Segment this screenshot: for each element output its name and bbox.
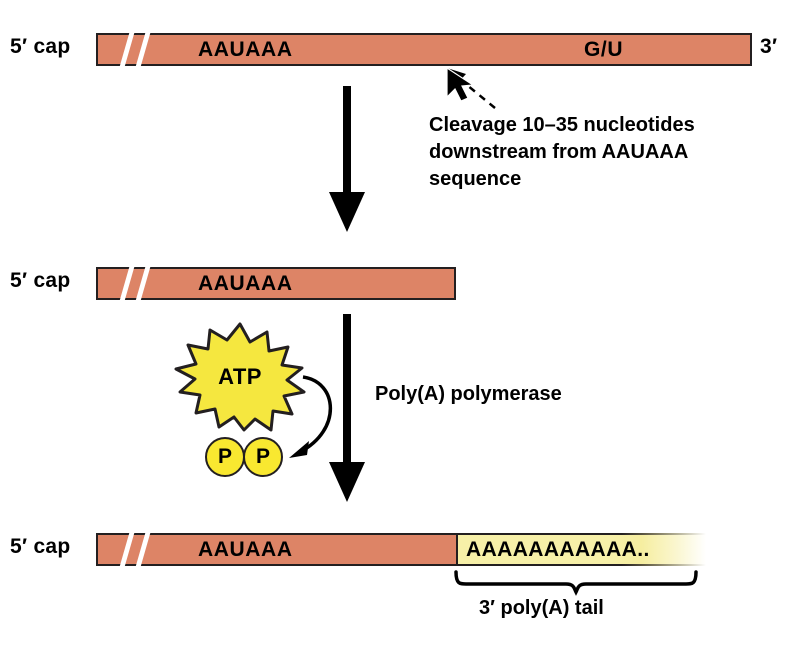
process-arrow-1 bbox=[329, 86, 365, 232]
cleavage-note-line-1: Cleavage 10–35 nucleotides bbox=[429, 114, 695, 136]
stage1-aauaaa-label: AAUAAA bbox=[198, 37, 293, 61]
atp-burst: ATP bbox=[174, 322, 306, 432]
poly-a-tail-sequence-label: AAAAAAAAAAA.. bbox=[466, 537, 650, 561]
stage3-five-prime-cap-label: 5′ cap bbox=[10, 535, 71, 558]
process-arrow-2 bbox=[329, 314, 365, 502]
cleavage-note-line-3: sequence bbox=[429, 168, 522, 190]
cleavage-pointer-arrow bbox=[447, 68, 496, 109]
phosphate-label-2: P bbox=[255, 445, 271, 468]
cleavage-note-line-2: downstream from AAUAAA bbox=[429, 141, 689, 163]
poly-a-polymerase-label: Poly(A) polymerase bbox=[375, 383, 562, 405]
stage1-break-mark-right bbox=[133, 30, 152, 73]
poly-a-tail-brace-label: 3′ poly(A) tail bbox=[479, 597, 604, 619]
mouse-cursor-icon bbox=[446, 66, 475, 102]
stage1-gu-label: G/U bbox=[584, 37, 624, 61]
stage3-break-mark-left bbox=[117, 530, 136, 573]
poly-a-tail-brace bbox=[454, 570, 698, 596]
stage1-break-mark-left bbox=[117, 30, 136, 73]
poly-a-tail-segment: AAAAAAAAAAA.. bbox=[458, 533, 706, 566]
phosphate-circle-1: P bbox=[205, 437, 245, 477]
stage3-transcript-bar: AAUAAA bbox=[96, 530, 458, 573]
stage2-five-prime-cap-label: 5′ cap bbox=[10, 269, 71, 292]
stage3-aauaaa-label: AAUAAA bbox=[198, 537, 293, 561]
stage2-transcript-bar: AAUAAA bbox=[96, 264, 456, 307]
stage2-break-mark-right bbox=[133, 264, 152, 307]
stage3-break-mark-right bbox=[133, 530, 152, 573]
phosphate-circle-2: P bbox=[243, 437, 283, 477]
stage1-transcript-bar: AAUAAA G/U bbox=[96, 30, 752, 73]
stage2-break-mark-left bbox=[117, 264, 136, 307]
stage1-five-prime-cap-label: 5′ cap bbox=[10, 35, 71, 58]
stage1-three-prime-label: 3′ bbox=[760, 35, 778, 58]
atp-label: ATP bbox=[218, 364, 262, 389]
atp-star-icon bbox=[174, 322, 306, 432]
phosphate-label-1: P bbox=[217, 445, 233, 468]
stage2-aauaaa-label: AAUAAA bbox=[198, 271, 293, 295]
